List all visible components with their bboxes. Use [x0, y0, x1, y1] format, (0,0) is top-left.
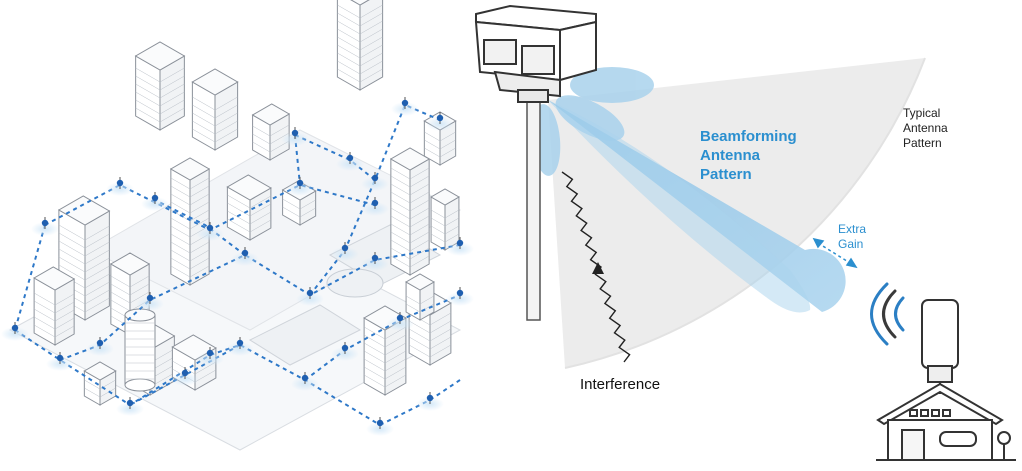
- building: [405, 273, 435, 321]
- network-node: [106, 177, 134, 196]
- building: [191, 68, 239, 151]
- network-node: [231, 247, 259, 266]
- network-node: [331, 242, 359, 261]
- pole-icon: [526, 99, 541, 321]
- extra-gain-arrow: [812, 237, 858, 269]
- network-node: [296, 287, 324, 306]
- network-node: [281, 127, 309, 146]
- network-node: [46, 352, 74, 371]
- network-link: [379, 379, 461, 426]
- network-node: [446, 287, 474, 306]
- network-node: [331, 342, 359, 361]
- network-node: [361, 197, 389, 216]
- signal-waves-icon: [870, 282, 905, 346]
- typical-pattern-label: Typical Antenna Pattern: [903, 106, 951, 150]
- beamforming-main-beam: [548, 100, 846, 313]
- network-node: [31, 217, 59, 236]
- network-node: [1, 322, 29, 341]
- network-node: [86, 337, 114, 356]
- network-node: [361, 252, 389, 271]
- network-node: [386, 312, 414, 331]
- building: [226, 174, 272, 241]
- network-node: [361, 172, 389, 191]
- building: [408, 290, 452, 366]
- network-node: [116, 397, 144, 416]
- network-node: [426, 112, 454, 131]
- building: [336, 0, 384, 91]
- network-link: [14, 224, 46, 331]
- building: [169, 157, 211, 286]
- network-node: [286, 177, 314, 196]
- network-node: [171, 367, 199, 386]
- network-node: [136, 292, 164, 311]
- network-node: [226, 337, 254, 356]
- building: [363, 305, 407, 396]
- round-tower: [124, 308, 156, 392]
- building: [430, 188, 460, 251]
- house-icon: [876, 382, 1016, 461]
- network-node: [416, 392, 444, 411]
- network-link: [304, 294, 461, 381]
- network-link: [129, 344, 241, 406]
- network-node: [196, 347, 224, 366]
- interference-label: Interference: [580, 376, 660, 393]
- network-node: [446, 237, 474, 256]
- building: [83, 361, 117, 406]
- network-node: [141, 192, 169, 211]
- cpe-device-icon: [921, 299, 959, 394]
- building: [33, 266, 76, 346]
- building: [134, 41, 186, 131]
- city-network-illustration: [1, 0, 474, 451]
- network-node: [336, 152, 364, 171]
- network-link: [154, 199, 246, 256]
- network-node: [366, 417, 394, 436]
- extra-gain-label: Extra Gain: [838, 222, 869, 251]
- beamforming-label: Beamforming Antenna Pattern: [700, 128, 801, 183]
- network-node: [291, 372, 319, 391]
- antenna-head-icon: [474, 4, 597, 103]
- network-node: [196, 222, 224, 241]
- building: [251, 103, 291, 161]
- interference-signal: [561, 171, 631, 363]
- network-node: [391, 97, 419, 116]
